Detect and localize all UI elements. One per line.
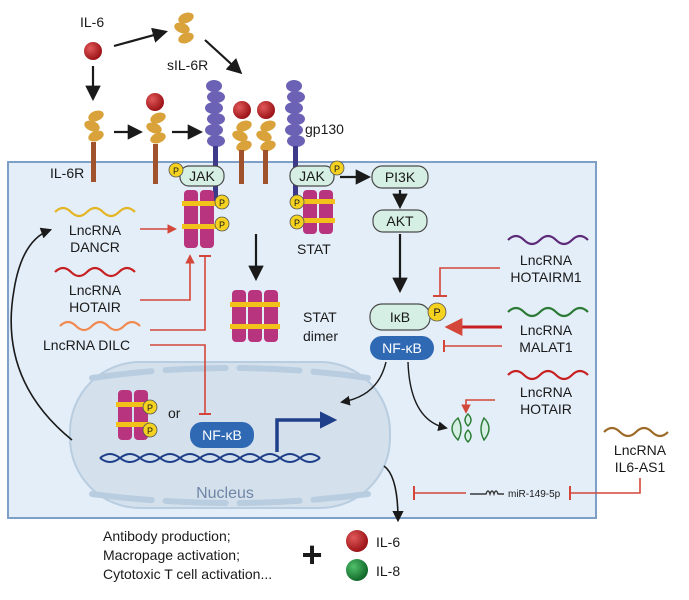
- il8-output-ball: [346, 559, 368, 581]
- il6r-receptor-left: [84, 110, 104, 182]
- il6-top-label: IL-6: [80, 14, 104, 30]
- hotair-left-label-2: HOTAIR: [69, 299, 121, 315]
- or-label: or: [168, 405, 181, 421]
- svg-text:P: P: [334, 164, 340, 174]
- effect-line-3: Cytotoxic T cell activation...: [103, 566, 272, 582]
- svg-text:JAK: JAK: [299, 168, 325, 184]
- stat-label: STAT: [297, 241, 331, 257]
- nucleus-label: Nucleus: [196, 485, 254, 502]
- nfkb-nuclear-box: NF-κB: [190, 422, 254, 448]
- hotair-left-label-1: LncRNA: [69, 282, 122, 298]
- dna-helix: [99, 453, 321, 463]
- il8-output-label: IL-8: [376, 563, 400, 579]
- dilc-wave-icon: [59, 320, 141, 332]
- plus-sign: +: [301, 534, 322, 575]
- hotair-right-wave-icon: [507, 369, 589, 381]
- akt-box: AKT: [372, 209, 428, 233]
- dancr-label-2: DANCR: [70, 239, 120, 255]
- svg-text:JAK: JAK: [189, 168, 215, 184]
- il6as1-label-1: LncRNA: [614, 442, 667, 458]
- il6-output-label: IL-6: [376, 534, 400, 550]
- mir-149-5p: miR-149-5p: [470, 489, 561, 500]
- svg-text:P: P: [219, 198, 225, 208]
- il6r-bound-left: [232, 101, 252, 184]
- il6r-label: IL-6R: [50, 165, 84, 181]
- gp130-label: gp130: [305, 121, 344, 137]
- jak-left: JAK P: [168, 162, 225, 187]
- svg-text:NF-κB: NF-κB: [202, 427, 242, 443]
- il6r-receptor-bound: [146, 93, 166, 184]
- stat-dimer-label-2: dimer: [303, 328, 338, 344]
- svg-text:IκB: IκB: [390, 309, 410, 325]
- proteasome-icon: [451, 413, 490, 443]
- svg-text:AKT: AKT: [386, 213, 414, 229]
- svg-text:P: P: [433, 307, 440, 319]
- sil6r-receptor: [174, 12, 194, 44]
- effect-line-2: Macropage activation;: [103, 547, 240, 563]
- hotairm1-label-1: LncRNA: [520, 252, 573, 268]
- svg-text:P: P: [173, 166, 179, 176]
- effect-line-1: Antibody production;: [103, 528, 231, 544]
- jak-right: JAK P: [289, 160, 345, 187]
- il6-ball-top: [84, 42, 102, 60]
- stat-left: P P: [182, 190, 230, 248]
- pi3k-box: PI3K: [371, 165, 429, 189]
- hotair-right-label-1: LncRNA: [520, 384, 573, 400]
- il6as1-label-2: IL6-AS1: [615, 459, 666, 475]
- svg-text:P: P: [147, 426, 153, 436]
- il6r-bound-right: [256, 101, 276, 184]
- stat-dimer-nuclear: P P: [116, 390, 158, 440]
- sil6r-label: sIL-6R: [167, 57, 208, 73]
- nfkb-cyto-box: NF-κB: [370, 336, 434, 360]
- stat-dimer-label-1: STAT: [303, 309, 337, 325]
- hotairm1-wave-icon: [507, 234, 589, 246]
- il6as1-wave-icon: [603, 426, 669, 438]
- ikb-box: IκB P: [369, 302, 447, 331]
- malat1-label-2: MALAT1: [519, 339, 573, 355]
- stat-dimer: [230, 290, 280, 342]
- il6-output-ball: [346, 530, 368, 552]
- malat1-label-1: LncRNA: [520, 322, 573, 338]
- svg-text:NF-κB: NF-κB: [382, 340, 422, 356]
- dancr-wave-icon: [54, 206, 136, 218]
- svg-text:P: P: [294, 218, 300, 228]
- mir-label: miR-149-5p: [508, 489, 561, 500]
- svg-text:P: P: [294, 198, 300, 208]
- svg-text:P: P: [219, 220, 225, 230]
- dancr-label-1: LncRNA: [69, 222, 122, 238]
- hotair-left-wave-icon: [54, 266, 136, 278]
- svg-text:P: P: [147, 403, 153, 413]
- hotair-right-label-2: HOTAIR: [520, 401, 572, 417]
- malat1-wave-icon: [507, 306, 589, 318]
- hotairm1-label-2: HOTAIRM1: [510, 269, 582, 285]
- svg-text:PI3K: PI3K: [385, 169, 416, 185]
- stat-right: P P: [289, 190, 335, 234]
- dilc-label: LncRNA DILC: [43, 337, 130, 353]
